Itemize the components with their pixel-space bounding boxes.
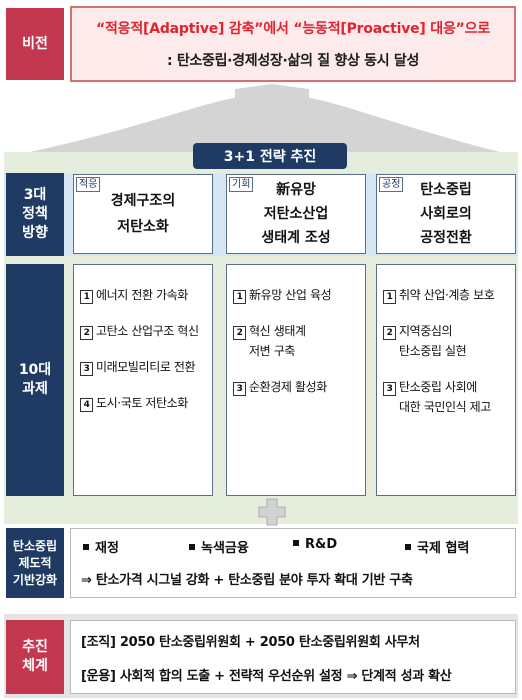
task-number: 4 (80, 398, 93, 412)
base-label-line: 탄소중립 (12, 538, 58, 553)
task-number: 3 (80, 362, 93, 376)
vision-label-text: 비전 (22, 35, 48, 52)
vision-headline: “적응적[Adaptive] 감축”에서 “능동적[Proactive] 대응”… (95, 21, 491, 37)
base-item: 녹색금융 (189, 537, 249, 556)
policy-tag: 적응 (76, 177, 101, 192)
policy-tag: 공정 (379, 177, 404, 192)
task-text: 탄소중립 실현 (399, 344, 467, 358)
task-text: 탄소중립 사회에 (399, 380, 477, 394)
task-number: 3 (383, 382, 396, 396)
bullet-icon (83, 544, 89, 550)
task-text: 저변 구축 (249, 344, 295, 358)
tasks-label-line: 과제 (22, 381, 48, 397)
policy-line: 탄소중립 (420, 182, 472, 198)
tasks-label-line: 10대 (18, 362, 52, 378)
strategy-banner: 3+1 전략 추진 (193, 143, 347, 169)
task-number: 2 (80, 326, 93, 340)
policy-label-line: 정책 (22, 206, 48, 222)
task-text: 취약 산업·계층 보호 (399, 288, 495, 302)
task-number: 2 (383, 326, 396, 340)
strategy-banner-text: 3+1 전략 추진 (223, 149, 317, 165)
vision-label: 비전 (6, 8, 64, 80)
base-box: 재정 녹색금융 R&D 국제 협력 ⇒ 탄소가격 시그널 강화 + 탄소중립 분… (70, 528, 516, 598)
task-number: 2 (233, 326, 246, 340)
task-text: 에너지 전환 가속화 (96, 288, 188, 302)
tasks-label: 10대 과제 (6, 264, 64, 496)
task-text: 혁신 생태계 (249, 324, 306, 338)
vision-subline: : 탄소중립·경제성장·삶의 질 향상 동시 달성 (166, 53, 420, 69)
policy-line: 경제구조의 (110, 193, 176, 209)
policy-line: 저탄소산업 (263, 206, 329, 222)
policy-box-adaptation: 적응 경제구조의 저탄소화 (73, 174, 213, 254)
system-organization: [조직] 2050 탄소중립위원회 + 2050 탄소중립위원회 사무처 (81, 635, 420, 650)
task-text: 지역중심의 (399, 324, 453, 338)
task-text: 순환경제 활성화 (249, 380, 327, 394)
base-item: 국제 협력 (405, 537, 469, 556)
system-box: [조직] 2050 탄소중립위원회 + 2050 탄소중립위원회 사무처 [운용… (70, 620, 516, 694)
base-label-line: 제도적 (18, 555, 52, 570)
system-label-line: 추진 (22, 639, 48, 655)
task-text: 도시·국토 저탄소화 (96, 396, 188, 410)
task-text: 대한 국민인식 제고 (399, 400, 491, 414)
policy-label: 3대 정책 방향 (6, 173, 64, 256)
policy-box-fairness: 공정 탄소중립 사회로의 공정전환 (376, 174, 516, 254)
policy-line: 사회로의 (420, 206, 472, 222)
base-summary: ⇒ 탄소가격 시그널 강화 + 탄소중립 분야 투자 확대 기반 구축 (81, 573, 413, 588)
policy-box-opportunity: 기회 新유망 저탄소산업 생태계 조성 (226, 174, 366, 254)
task-number: 1 (233, 290, 246, 304)
arrow-up-icon (30, 84, 500, 152)
task-text: 미래모빌리티로 전환 (96, 360, 196, 374)
system-label-line: 체계 (22, 658, 48, 674)
base-item-text: 국제 협력 (417, 541, 470, 556)
base-item-text: R&D (305, 537, 338, 552)
policy-line: 新유망 (276, 182, 316, 198)
policy-label-line: 방향 (22, 225, 48, 241)
system-label: 추진 체계 (6, 620, 64, 694)
vision-box: “적응적[Adaptive] 감축”에서 “능동적[Proactive] 대응”… (70, 6, 516, 82)
task-text: 新유망 산업 육성 (249, 288, 332, 302)
base-item-text: 재정 (95, 541, 119, 556)
base-item: 재정 (83, 537, 119, 556)
task-number: 1 (383, 290, 396, 304)
base-label: 탄소중립 제도적 기반강화 (6, 528, 64, 598)
base-label-line: 기반강화 (12, 572, 58, 587)
task-number: 3 (233, 382, 246, 396)
bullet-icon (405, 544, 411, 550)
policy-line: 생태계 조성 (261, 230, 331, 246)
policy-line: 공정전환 (420, 230, 472, 246)
task-text: 고탄소 산업구조 혁신 (96, 324, 199, 338)
task-number: 1 (80, 290, 93, 304)
bullet-icon (189, 544, 195, 550)
policy-label-line: 3대 (23, 187, 47, 203)
policy-line: 저탄소화 (117, 219, 169, 235)
base-item: R&D (293, 537, 337, 552)
system-operation: [운용] 사회적 합의 도출 + 전략적 우선순위 설정 ⇒ 단계적 성과 확산 (81, 669, 452, 684)
bullet-icon (293, 540, 299, 546)
policy-tag: 기회 (229, 177, 254, 192)
plus-icon (258, 498, 286, 526)
base-item-text: 녹색금융 (201, 541, 249, 556)
